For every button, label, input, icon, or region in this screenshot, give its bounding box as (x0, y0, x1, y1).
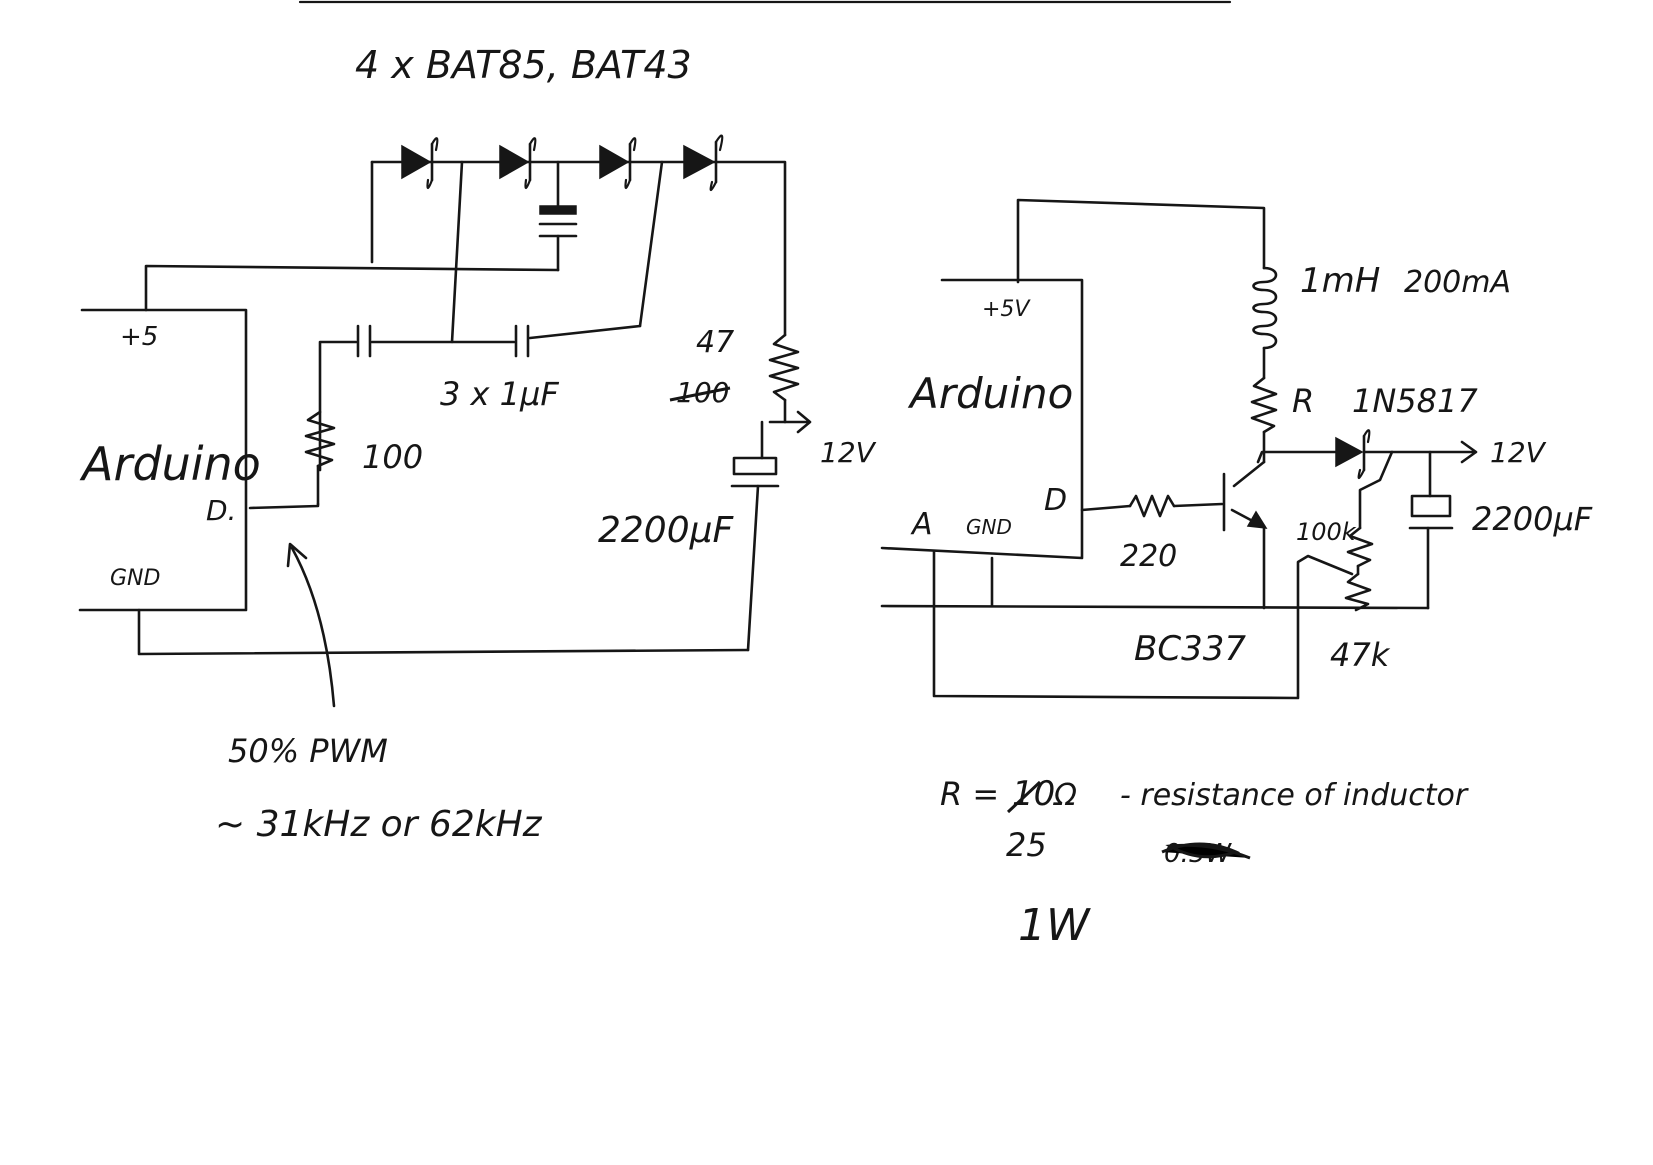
pwm-note-line2: ~ 31kHz or 62kHz (215, 804, 543, 845)
inductor-current-label: 200mA (1404, 265, 1511, 300)
note-r-new: 25 (1006, 826, 1047, 864)
inductor-label: 1mH (1300, 261, 1380, 301)
npn-transistor (1222, 460, 1268, 610)
pwm-note-line1: 50% PWM (228, 732, 388, 770)
bus-tap-1 (450, 160, 464, 344)
pwm-arrow (286, 542, 336, 708)
right-ground-bus (880, 604, 1430, 610)
left-arduino-supply: +5 (120, 322, 158, 352)
schottky-diode (1335, 429, 1371, 480)
left-output-arrow (768, 410, 812, 434)
divider-top-label: 100k (1296, 518, 1357, 546)
right-output-capacitor-label: 2200µF (1472, 500, 1593, 538)
note-power: 1W (1018, 900, 1091, 951)
right-arduino-ground: GND (966, 515, 1012, 539)
diode-4 (683, 134, 724, 192)
left-heading: 4 x BAT85, BAT43 (355, 43, 692, 87)
left-output-capacitor-label: 2200µF (598, 510, 735, 551)
note-r-strike (1006, 780, 1042, 814)
divider-top-wire (1358, 450, 1394, 530)
output-resistor (768, 333, 800, 424)
input-resistor (248, 410, 336, 510)
left-arduino-box: +5 Arduino D. GND (78, 308, 261, 612)
transistor-label: BC337 (1134, 629, 1246, 669)
right-output-label: 12V (1490, 436, 1547, 469)
coupling-wire (318, 340, 358, 472)
tank-capacitor (538, 160, 578, 272)
left-output-label: 12V (820, 436, 877, 469)
coupling-capacitor-1 (356, 324, 372, 358)
left-arduino-ground: GND (110, 566, 160, 591)
bus-tap-2 (638, 160, 664, 328)
divider-top-resistor (1344, 526, 1374, 612)
note-r-desc: - resistance of inductor (1120, 778, 1469, 813)
base-resistor (1128, 494, 1224, 518)
base-resistor-label: 220 (1120, 539, 1177, 574)
left-circuit: 4 x BAT85, BAT43 +5 Arduino D. GND (78, 43, 877, 845)
notes: R = 10 Ω - resistance of inductor 25 0.5… (940, 774, 1469, 951)
left-arduino-name: Arduino (79, 437, 261, 491)
output-resistor-strike (669, 386, 731, 402)
left-ground-return (137, 608, 750, 656)
series-resistor-r-label: R (1292, 382, 1314, 420)
analog-feedback-wire (932, 550, 1354, 700)
coupling-capacitor-2 (514, 324, 530, 358)
left-top-bus (370, 160, 787, 337)
right-output-capacitor (1408, 450, 1454, 610)
diode-label: 1N5817 (1352, 382, 1478, 420)
right-circuit: +5V Arduino D A GND 1mH 200mA R 1N5817 (880, 198, 1593, 700)
right-5v-wire (1016, 198, 1266, 284)
inductor (1252, 266, 1278, 380)
right-arduino-box: +5V Arduino D A GND (880, 278, 1084, 560)
diode-1 (401, 137, 439, 190)
note-r-eq: R = (940, 775, 999, 813)
capacitors-label: 3 x 1µF (440, 375, 559, 413)
input-resistor-label: 100 (362, 438, 423, 476)
right-arduino-pin-a: A (910, 507, 933, 542)
note-r-unit: Ω (1052, 778, 1077, 813)
divider-bottom-label: 47k (1330, 636, 1391, 674)
right-arduino-name: Arduino (907, 369, 1073, 418)
series-resistor-r (1250, 376, 1278, 464)
note-r-struck: 10 (1012, 774, 1055, 814)
diode-2 (499, 137, 537, 190)
right-arduino-supply: +5V (982, 297, 1031, 322)
note-scribble-strike (1161, 842, 1251, 860)
right-output-arrow (1362, 440, 1478, 464)
left-output-capacitor (730, 420, 780, 652)
output-resistor-label: 47 (696, 325, 734, 360)
left-5v-wire (144, 264, 560, 312)
left-arduino-pin: D. (206, 494, 236, 527)
right-arduino-pin-d: D (1044, 483, 1067, 518)
diode-3 (599, 137, 637, 190)
